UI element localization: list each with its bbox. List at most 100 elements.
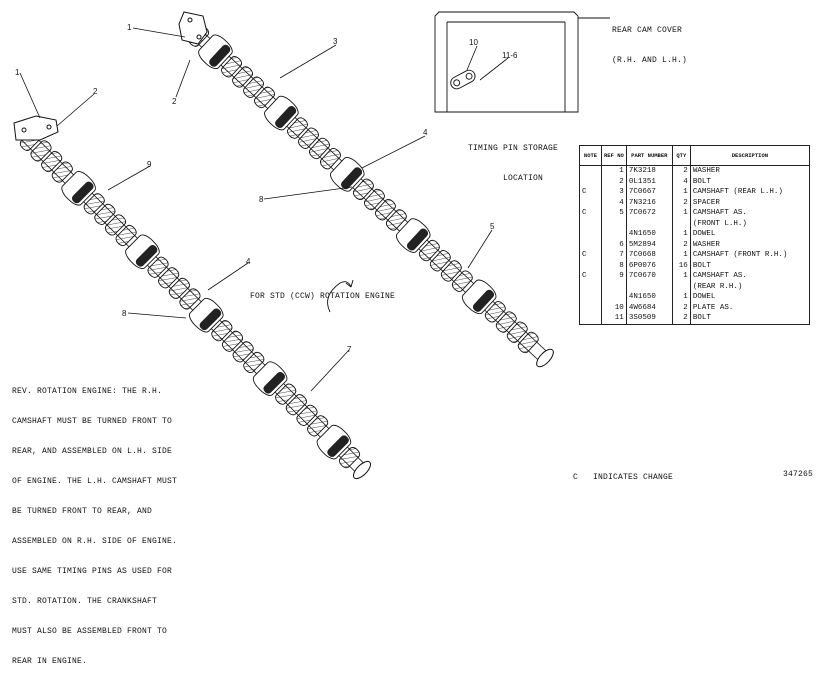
cell-ref: 6 [601,239,627,250]
callout-9: 9 [147,160,152,169]
cell-desc: BOLT [689,176,811,187]
cam-lobe [285,394,307,416]
parts-table: NOTE REF NO PART NUMBER QTY DESCRIPTION … [579,145,811,325]
cell-ref [601,292,627,303]
parts-table-header: NOTE REF NO PART NUMBER QTY DESCRIPTION [579,145,811,166]
camshaft-left-lower [19,129,372,480]
bearing-journal [61,171,96,206]
cell-desc: BOLT [689,260,811,271]
timing-pin-label: TIMING PIN STORAGE LOCATION [468,144,559,183]
cam-lobe [221,330,244,352]
cam-lobe [298,127,319,149]
callout-8-lower: 8 [122,309,127,318]
cell-ref [601,229,627,240]
bearing-journal [264,95,299,131]
cell-note [579,281,602,292]
cam-lobe [495,311,517,333]
cam-lobe [275,383,297,405]
cell-qty: 4 [671,176,691,187]
callout-11: 11-6 [502,51,518,60]
bearing-journal [330,157,365,192]
cam-lobe [158,267,180,289]
header-part: PART NUMBER [625,145,673,166]
cell-ref: 11 [601,313,627,325]
cell-ref [601,281,627,292]
cell-part: 7K3218 [625,165,673,177]
cell-qty: 1 [671,292,691,303]
callout-1-lower: 1 [15,68,20,77]
journal-shadow [275,106,297,129]
journal-shadow [341,167,363,190]
cell-desc: CAMSHAFT (REAR L.H.) [689,187,811,198]
shaft-end-cap [536,348,554,368]
cam-lobe [232,341,254,363]
cell-desc: DOWEL [689,229,811,240]
cam-lobe [374,199,396,221]
cam-lobe [451,270,473,292]
cam-lobe [484,301,506,323]
cell-part: 3S0509 [625,313,673,325]
cell-qty [671,218,691,229]
timing-pin-plate [450,69,476,90]
rear-cam-cover-inset [434,11,610,113]
cam-lobe [506,321,528,343]
cam-lobe [179,288,201,310]
header-desc: DESCRIPTION [689,145,811,166]
rear-cam-cover-label: REAR CAM COVER (R.H. AND L.H.) [612,26,688,65]
callout-7: 7 [347,345,352,354]
header-note: NOTE [579,145,602,166]
bearing-journal [252,361,288,396]
cell-desc: SPACER [689,197,811,208]
cam-lobe [221,56,243,78]
cell-desc: CAMSHAFT AS. [689,208,811,219]
cell-desc: CAMSHAFT AS. [689,271,811,282]
cell-part: 7C0670 [625,271,673,282]
cam-lobe [51,161,73,183]
cam-lobe [30,140,52,162]
drawing-number: 347265 [783,470,814,479]
cam-lobe [418,239,440,262]
cam-lobe [440,260,462,282]
cell-ref [601,218,627,229]
cell-desc: (REAR R.H.) [689,281,811,292]
cell-qty: 1 [671,187,691,198]
cam-lobe [385,209,407,231]
header-qty: QTY [671,145,691,166]
cell-ref: 3 [601,187,627,198]
cell-desc: CAMSHAFT (FRONT R.H.) [689,250,811,261]
cell-note [579,260,602,271]
cam-lobe [104,214,127,236]
journal-shadow [472,289,495,312]
cam-lobe [517,331,539,354]
cell-ref: 8 [601,260,627,271]
journal-shadow [327,435,349,458]
callout-10: 10 [469,38,478,47]
flange-upper [178,11,208,45]
cam-lobe [319,147,341,170]
callout-4-lower: 4 [246,257,251,266]
cam-lobe [94,203,116,225]
table-row: (FRONT L.H.) [579,218,811,229]
cell-qty: 2 [671,239,691,250]
cell-note [579,302,602,313]
cam-lobe [243,351,265,374]
header-ref: REF NO [601,145,627,166]
callout-8-upper: 8 [259,195,264,204]
cam-lobe [147,256,169,278]
cell-qty: 2 [671,313,691,325]
callout-2-upper: 2 [172,97,177,106]
cam-lobe [308,137,330,160]
cell-qty: 1 [671,208,691,219]
cam-lobe [243,76,265,98]
cell-part: 4N1650 [625,229,673,240]
camshaft-right-upper [187,25,554,368]
cell-qty [671,281,691,292]
bearing-journal [198,34,233,70]
